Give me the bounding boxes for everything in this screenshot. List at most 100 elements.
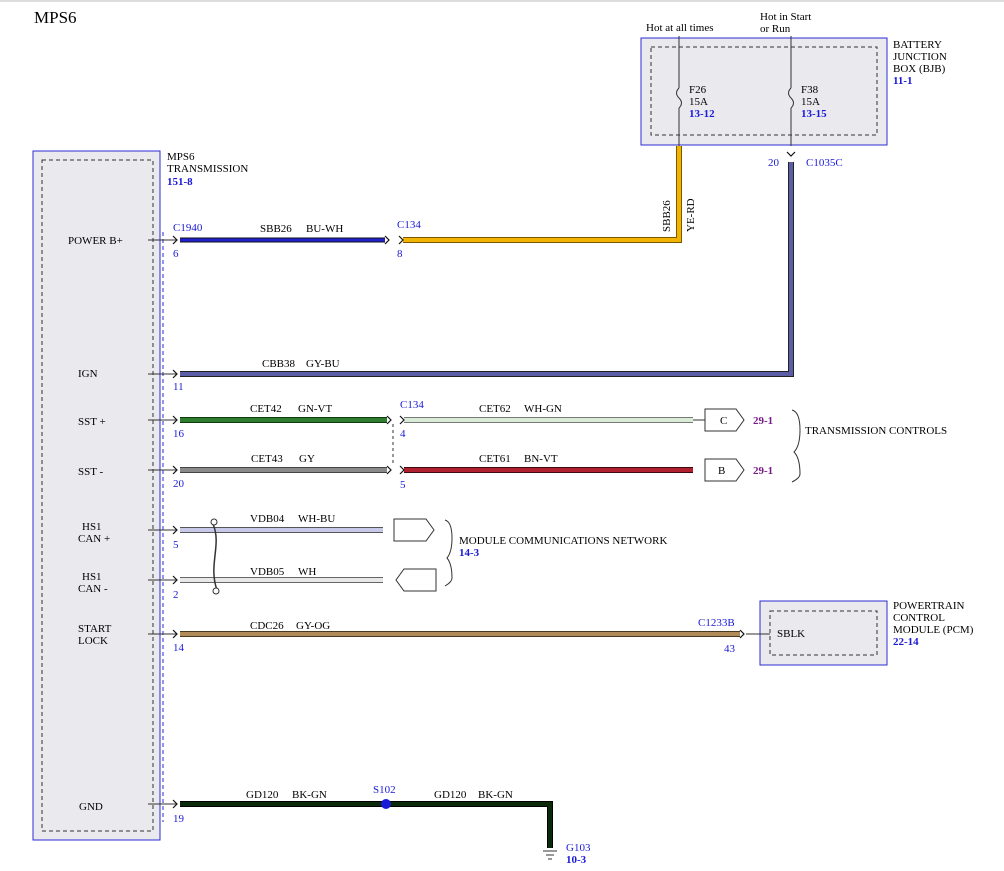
c1940-label: C1940 [173,222,203,234]
pcm-pin-name: SBLK [777,628,805,640]
wire-cbb38-gy-bu[interactable] [180,162,794,377]
transmission-ref[interactable]: 151-8 [167,176,193,188]
pin-num-sst-plus: 16 [173,428,185,440]
pin-num-start-lock: 14 [173,642,185,654]
transmission-controls-brace [791,409,801,483]
bjb-name-2: JUNCTION [893,51,947,63]
wire-gd120-bk-gn[interactable] [180,801,553,848]
c134-top-label: C134 [397,219,421,231]
pin-label-can-plus-2: CAN + [78,533,110,545]
fuse1-ref[interactable]: 13-12 [689,108,715,120]
pin-stubs [148,239,176,805]
twisted-pair-marker [210,518,220,595]
wire-gd120b-code: GD120 [434,789,467,801]
connector-can-minus[interactable] [395,568,437,592]
c1940-arrowheads [172,235,178,809]
transmission-name-1: MPS6 [167,151,195,163]
pcm-name-1: POWERTRAIN [893,600,965,612]
hot-at-all-times: Hot at all times [646,22,714,34]
wire-sbb26-vert-code: SBB26 [661,200,673,232]
c134-arrowheads [384,235,405,475]
wire-cet42-color: GN-VT [298,403,332,415]
transmission-inner-box [41,159,154,832]
pin-num-power: 6 [173,248,179,260]
wire-vdb04-color: WH-BU [298,513,335,525]
pin-label-can-plus-1: HS1 [82,521,102,533]
bjb-name-3: BOX (BJB) [893,63,946,75]
pcm-connector: C1233B [698,617,735,629]
wire-sbb26-left-color: BU-WH [306,223,343,235]
wire-gd120a-color: BK-GN [292,789,327,801]
fuse-f26 [676,36,682,146]
pin-num-can-plus: 5 [173,539,179,551]
pcm-name-2: CONTROL [893,612,945,624]
pin-label-start-lock-2: LOCK [78,635,108,647]
connector-b-letter: B [718,465,725,477]
pin-num-gnd: 19 [173,813,185,825]
diagram-title: MPS6 [34,8,77,27]
bjb-ref[interactable]: 11-1 [893,75,913,87]
wire-cet43-color: GY [299,453,315,465]
wire-vdb05-code: VDB05 [250,566,285,578]
splice-s102[interactable] [381,799,391,809]
bjb-box [640,37,888,146]
wire-gd120a-code: GD120 [246,789,279,801]
connector-c-letter: C [720,415,727,427]
bjb-inner-box [650,46,878,136]
pcm-ref[interactable]: 22-14 [893,636,919,648]
c134-mid-pin-4: 4 [400,428,406,440]
wire-cdc26-code: CDC26 [250,620,284,632]
c1233b-arrowhead [739,629,745,639]
c134-top-pin: 8 [397,248,403,260]
network-brace [444,519,453,587]
wire-cbb38-color: GY-BU [306,358,340,370]
battery-junction-box[interactable] [640,37,888,146]
pin-label-sst-minus: SST - [78,466,104,478]
pcm-box [759,600,888,666]
wire-gd120b-color: BK-GN [478,789,513,801]
wire-cdc26-color: GY-OG [296,620,330,632]
transmission-controls-label: TRANSMISSION CONTROLS [805,425,947,437]
c1035c-pin: 20 [768,157,780,169]
wire-vdb05-color: WH [298,566,316,578]
ground-ref[interactable]: 10-3 [566,854,587,866]
splice-label: S102 [373,784,396,796]
network-ref[interactable]: 14-3 [459,547,480,559]
pin-num-ign: 11 [173,381,184,393]
pin-label-power: POWER B+ [68,235,123,247]
pin-num-sst-minus: 20 [173,478,185,490]
pin-num-can-minus: 2 [173,589,179,601]
connector-can-plus[interactable] [393,518,435,542]
wire-sbb26-ye-rd[interactable] [403,146,682,243]
wire-sbb26-left-code: SBB26 [260,223,292,235]
wire-cet61-color: BN-VT [524,453,558,465]
network-label: MODULE COMMUNICATIONS NETWORK [459,535,667,547]
pin-label-gnd: GND [79,801,103,813]
c1035c-label: C1035C [806,157,843,169]
fuse1-rating: 15A [689,96,708,108]
fuse1-name: F26 [689,84,707,96]
transmission-name-2: TRANSMISSION [167,163,248,175]
connector-b[interactable] [704,458,745,482]
c134-mid-label: C134 [400,399,424,411]
connector-c[interactable] [693,408,745,432]
pcm-module[interactable] [759,600,888,666]
pin-label-can-minus-1: HS1 [82,571,102,583]
pcm-name-3: MODULE (PCM) [893,624,974,636]
connector-c-ref[interactable]: 29-1 [753,415,773,427]
wire-cbb38-code: CBB38 [262,358,296,370]
fuse2-name: F38 [801,84,819,96]
transmission-module[interactable] [32,150,161,841]
ground-symbol [543,850,557,860]
wire-cet42-code: CET42 [250,403,282,415]
c1035c-arrowhead [786,151,796,157]
hot-in-start-2: or Run [760,23,791,35]
fuse2-ref[interactable]: 13-15 [801,108,827,120]
connector-b-ref[interactable]: 29-1 [753,465,773,477]
wire-sbb26-vert-color: YE-RD [685,198,697,232]
pin-label-can-minus-2: CAN - [78,583,108,595]
wire-cet62-code: CET62 [479,403,511,415]
pcm-pin: 43 [724,643,736,655]
pin-label-start-lock-1: START [78,623,112,635]
